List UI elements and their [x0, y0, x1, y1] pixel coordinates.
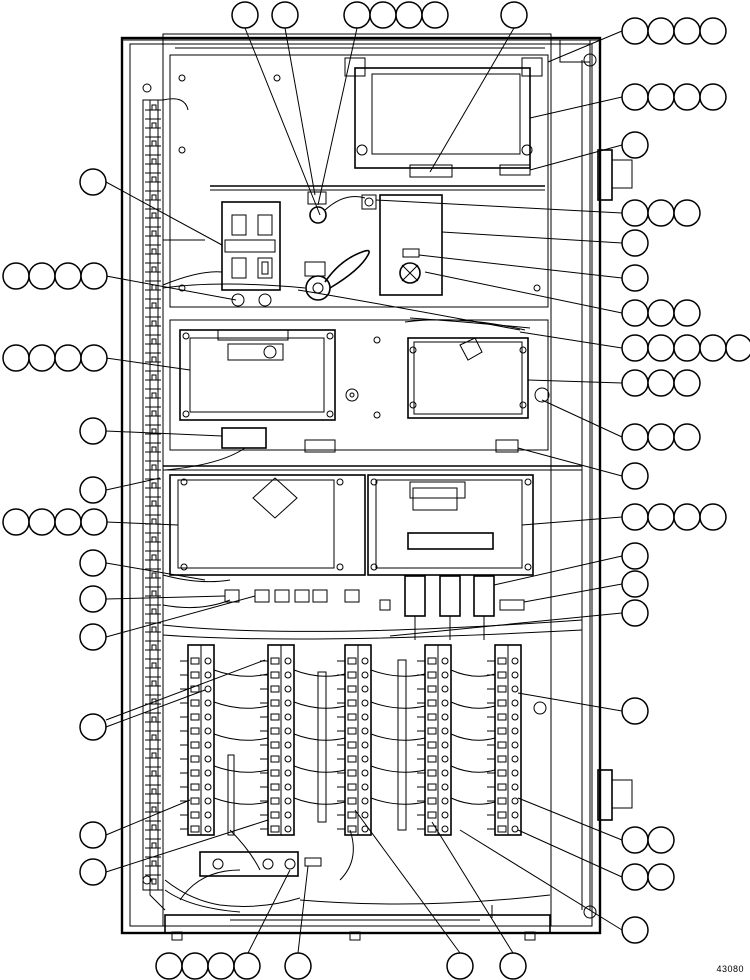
leader-lines — [105, 27, 623, 956]
callout-balloon-33 — [621, 423, 649, 451]
callout-balloon-59 — [79, 417, 107, 445]
callout-balloon-53 — [54, 262, 82, 290]
callout-balloon-45 — [621, 826, 649, 854]
callout-balloon-20 — [621, 229, 649, 257]
callout-balloon-6 — [421, 1, 449, 29]
callout-balloon-52 — [28, 262, 56, 290]
callout-balloon-67 — [79, 623, 107, 651]
callout-balloon-13 — [647, 83, 675, 111]
callout-balloon-41 — [621, 542, 649, 570]
callout-balloon-66 — [79, 585, 107, 613]
callout-balloon-50 — [79, 168, 107, 196]
bottom-components — [149, 829, 551, 918]
callout-balloon-63 — [54, 508, 82, 536]
callout-balloon-17 — [621, 199, 649, 227]
callout-balloon-58 — [80, 344, 108, 372]
callout-balloon-62 — [28, 508, 56, 536]
callout-balloon-54 — [80, 262, 108, 290]
enclosure — [120, 33, 633, 941]
callout-balloon-44 — [621, 697, 649, 725]
callout-balloon-40 — [699, 503, 727, 531]
callout-balloon-71 — [155, 952, 183, 980]
callout-balloon-10 — [673, 17, 701, 45]
callout-balloon-14 — [673, 83, 701, 111]
callout-balloon-65 — [79, 549, 107, 577]
callout-balloon-32 — [673, 369, 701, 397]
terminal-blocks — [180, 644, 547, 836]
callout-balloon-48 — [647, 863, 675, 891]
callout-balloon-24 — [673, 299, 701, 327]
callout-balloon-64 — [80, 508, 108, 536]
callout-balloon-5 — [395, 1, 423, 29]
callout-balloon-28 — [699, 334, 727, 362]
callout-balloon-74 — [233, 952, 261, 980]
callout-balloon-73 — [207, 952, 235, 980]
middle-components — [162, 319, 583, 640]
callout-balloon-47 — [621, 863, 649, 891]
callout-balloon-30 — [621, 369, 649, 397]
callout-balloon-18 — [647, 199, 675, 227]
callout-balloon-55 — [2, 344, 30, 372]
callout-balloon-56 — [28, 344, 56, 372]
callout-balloon-35 — [673, 423, 701, 451]
callout-balloon-72 — [181, 952, 209, 980]
wire-duct-slots — [145, 104, 161, 885]
callout-balloon-60 — [79, 476, 107, 504]
callout-balloon-19 — [673, 199, 701, 227]
callout-balloon-27 — [673, 334, 701, 362]
callout-balloon-16 — [621, 131, 649, 159]
callout-balloon-22 — [621, 299, 649, 327]
callout-balloon-34 — [647, 423, 675, 451]
callout-balloon-12 — [621, 83, 649, 111]
callout-balloon-68 — [79, 713, 107, 741]
callout-balloon-9 — [647, 17, 675, 45]
callout-balloon-2 — [271, 1, 299, 29]
top-components — [162, 54, 549, 331]
callout-balloon-43 — [621, 599, 649, 627]
callout-balloon-11 — [699, 17, 727, 45]
callout-balloon-26 — [647, 334, 675, 362]
callout-balloon-75 — [284, 952, 312, 980]
callout-balloon-77 — [499, 952, 527, 980]
callout-balloon-29 — [725, 334, 750, 362]
callout-balloon-7 — [500, 1, 528, 29]
callout-balloon-42 — [621, 570, 649, 598]
callout-balloon-51 — [2, 262, 30, 290]
callout-balloon-39 — [673, 503, 701, 531]
callout-balloon-49 — [621, 916, 649, 944]
callout-balloon-23 — [647, 299, 675, 327]
callout-balloon-1 — [231, 1, 259, 29]
callout-balloon-57 — [54, 344, 82, 372]
callout-balloon-36 — [621, 462, 649, 490]
figure-number: 43080 — [716, 964, 744, 974]
callout-balloon-37 — [621, 503, 649, 531]
callout-balloon-31 — [647, 369, 675, 397]
callout-balloon-69 — [79, 821, 107, 849]
callout-balloon-25 — [621, 334, 649, 362]
callout-balloon-46 — [647, 826, 675, 854]
callout-balloon-4 — [369, 1, 397, 29]
callout-balloon-38 — [647, 503, 675, 531]
callout-balloon-70 — [79, 858, 107, 886]
callout-balloon-15 — [699, 83, 727, 111]
callout-balloon-61 — [2, 508, 30, 536]
callout-balloon-3 — [343, 1, 371, 29]
callout-balloon-21 — [621, 264, 649, 292]
callout-balloon-8 — [621, 17, 649, 45]
callout-balloon-76 — [446, 952, 474, 980]
